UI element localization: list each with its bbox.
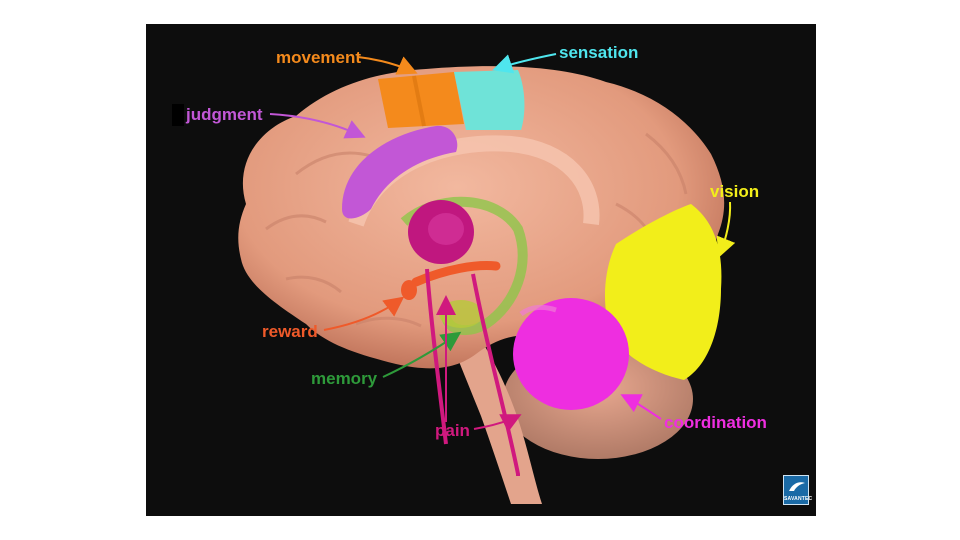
memory-leader xyxy=(382,331,462,378)
movement-leader xyxy=(357,56,418,75)
memory-region xyxy=(400,196,528,336)
vision-region xyxy=(604,204,722,380)
coordination-region xyxy=(513,298,629,410)
movement-region xyxy=(378,72,464,128)
logo-mark-icon xyxy=(789,482,805,491)
brain-illustration xyxy=(238,53,736,504)
label-coordination: coordination xyxy=(664,413,767,432)
label-sensation: sensation xyxy=(559,43,639,62)
reward-region xyxy=(411,261,501,287)
cerebrum xyxy=(238,66,725,369)
pain-leader xyxy=(473,414,522,433)
label-reward: reward xyxy=(262,322,318,341)
logo-text: SAVANTEC xyxy=(784,496,813,502)
label-pain: pain xyxy=(435,421,470,440)
coordination-leader xyxy=(620,394,662,420)
label-memory: memory xyxy=(311,369,378,388)
savantec-logo: SAVANTEC xyxy=(783,475,813,505)
black-marker xyxy=(172,104,184,126)
brainstem xyxy=(446,324,542,504)
vision-leader xyxy=(716,201,736,258)
reward-leader xyxy=(323,296,405,331)
judgment-region xyxy=(342,125,458,219)
judgment-leader xyxy=(269,113,366,139)
label-vision: vision xyxy=(710,182,760,201)
pain-pathway xyxy=(425,268,448,445)
label-judgment: judgment xyxy=(186,105,263,124)
sensation-leader xyxy=(492,53,557,74)
brain-diagram: movement sensation judgment vision rewar… xyxy=(146,24,816,516)
label-movement: movement xyxy=(276,48,362,67)
sensation-region xyxy=(454,70,525,130)
